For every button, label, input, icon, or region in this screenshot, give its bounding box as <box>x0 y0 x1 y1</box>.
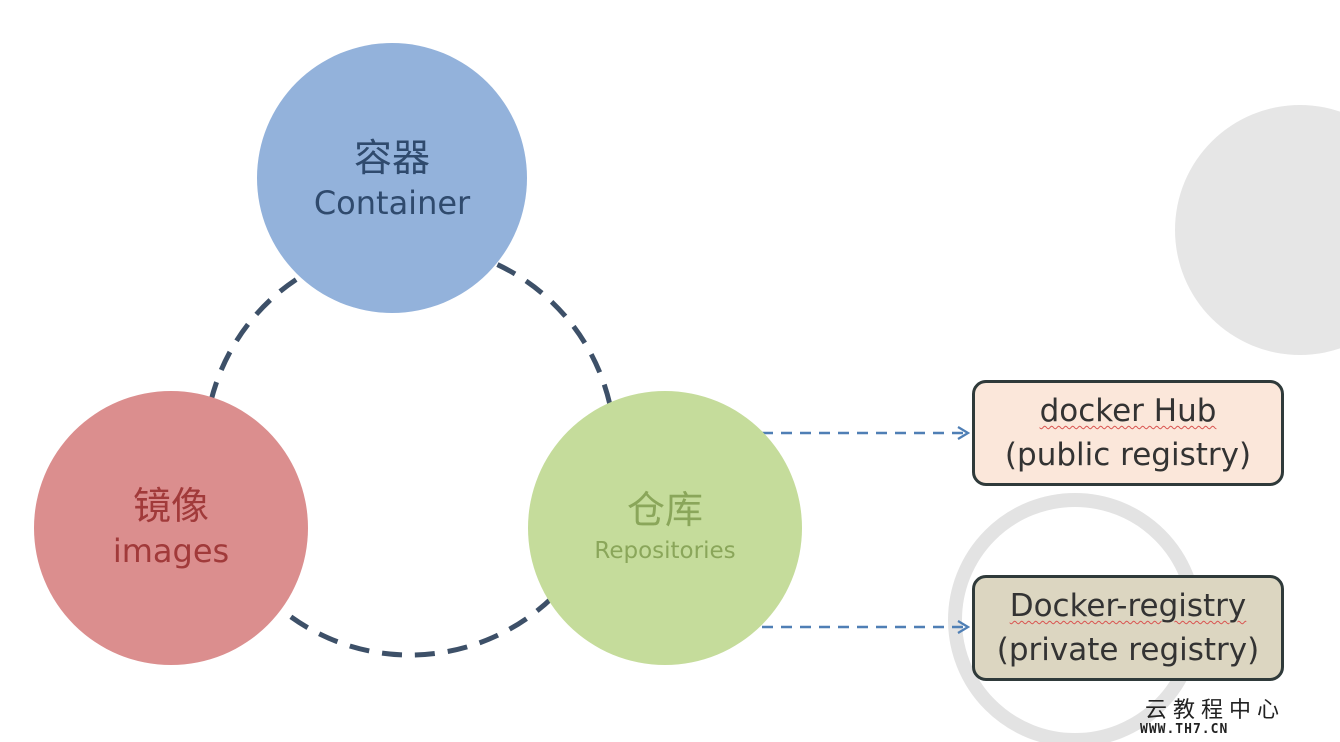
images-en-label: images <box>112 532 230 570</box>
container-node-label: 容器 Container <box>314 135 470 225</box>
docker-registry-subtitle: (private registry) <box>996 632 1260 668</box>
container-cn-label: 容器 <box>353 136 430 180</box>
container-en-label: Container <box>313 184 471 222</box>
decor-gray-circle <box>1175 105 1340 355</box>
docker-hub-title: docker Hub <box>1040 389 1217 433</box>
watermark-cn-text: 云教程中心 <box>1145 698 1286 723</box>
images-node-label: 镜像 images <box>113 483 229 573</box>
docker-hub-subtitle: (public registry) <box>1004 437 1252 473</box>
images-cn-label: 镜像 <box>132 484 209 528</box>
docker-registry-box: Docker-registry (private registry) <box>972 575 1284 681</box>
container-circle <box>257 43 527 313</box>
docker-hub-box: docker Hub (public registry) <box>972 380 1284 486</box>
docker-hub-title-text: docker Hub <box>1039 393 1217 429</box>
docker-registry-title: Docker-registry <box>1010 584 1247 628</box>
repositories-en-label: Repositories <box>594 538 736 564</box>
repositories-node-label: 仓库 Repositories <box>594 487 735 569</box>
images-circle <box>34 391 308 665</box>
repositories-cn-label: 仓库 <box>626 488 703 532</box>
watermark-url-text: WWW.TH7.CN <box>1140 722 1229 737</box>
docker-registry-title-text: Docker-registry <box>1009 588 1247 624</box>
repositories-circle <box>528 391 802 665</box>
